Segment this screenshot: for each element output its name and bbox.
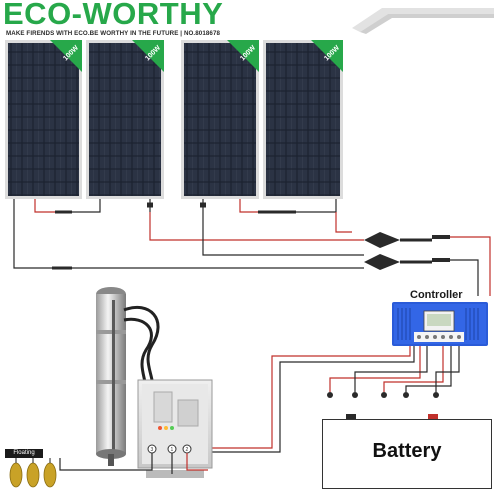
charge-controller (392, 302, 488, 346)
svg-text:3: 3 (151, 447, 154, 453)
panel-badge-bg-3 (227, 40, 259, 72)
solar-panel-2 (86, 40, 164, 199)
solar-panel-1 (5, 40, 82, 199)
pump-controller-box (137, 379, 213, 478)
panel-badge-bg-1 (50, 40, 82, 72)
battery: Battery (322, 419, 492, 489)
solar-panel-3 (181, 40, 259, 199)
tagline: MAKE FIRENDS WITH ECO.BE WORTHY IN THE F… (6, 30, 221, 37)
ring-terminals (327, 392, 439, 398)
float-switches (9, 458, 57, 488)
battery-label: Battery (372, 440, 442, 462)
float-switch-label: Floating (5, 449, 43, 458)
y-branch-connectors (364, 232, 491, 296)
battery-positive-terminal (428, 414, 438, 420)
roof-mount-graphic (352, 8, 494, 34)
panel-badge-bg-4 (311, 40, 343, 72)
svg-text:1: 1 (171, 447, 174, 453)
submersible-pump (96, 287, 126, 466)
solar-panel-4 (263, 40, 343, 199)
panel-badge-bg-2 (132, 40, 164, 72)
battery-negative-terminal (346, 414, 356, 420)
svg-text:2: 2 (186, 447, 189, 453)
controller-label: Controller (410, 289, 463, 301)
brand-logo: ECO-WORTHY (3, 0, 224, 31)
